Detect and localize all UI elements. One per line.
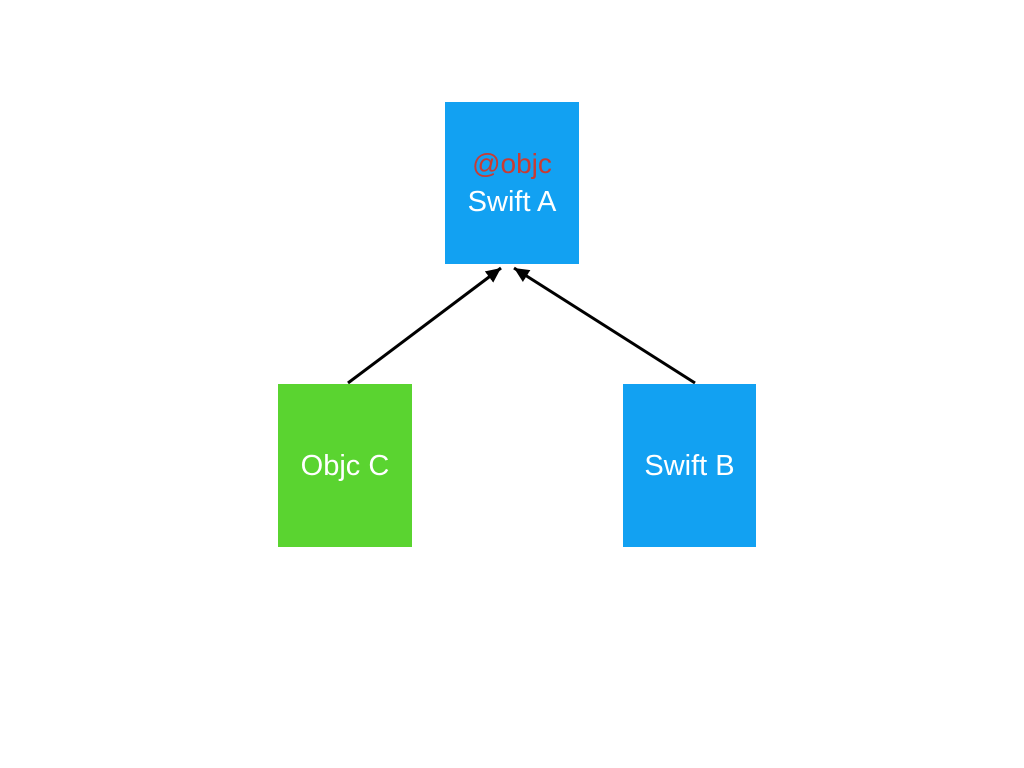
edge-objc-c-to-swift-a bbox=[347, 266, 502, 385]
node-swift-a-label: Swift A bbox=[467, 186, 557, 218]
edge-swift-b-to-swift-a bbox=[513, 266, 696, 385]
node-swift-a: @objc Swift A bbox=[445, 102, 579, 264]
node-swift-a-annotation: @objc bbox=[472, 148, 552, 179]
node-swift-b-label: Swift B bbox=[644, 449, 735, 482]
node-objc-c-label: Objc C bbox=[300, 449, 390, 482]
node-swift-b: Swift B bbox=[623, 384, 756, 547]
node-objc-c: Objc C bbox=[278, 384, 412, 547]
